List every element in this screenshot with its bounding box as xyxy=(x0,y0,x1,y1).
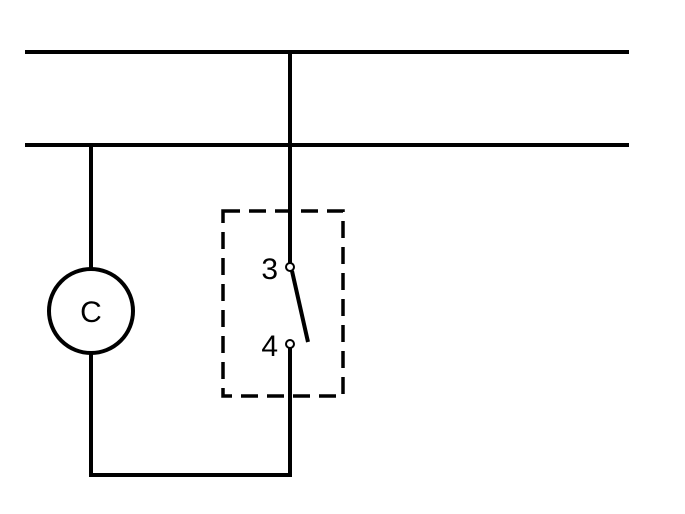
coil-label: C xyxy=(80,296,102,329)
terminal-4-label: 4 xyxy=(261,330,278,363)
contact-enclosure xyxy=(221,209,345,398)
terminal-3-dot xyxy=(285,262,295,272)
contact-blade xyxy=(290,270,310,343)
coil-symbol xyxy=(47,267,135,355)
terminal-4-dot xyxy=(285,339,295,349)
terminal-3-label: 3 xyxy=(261,253,278,286)
